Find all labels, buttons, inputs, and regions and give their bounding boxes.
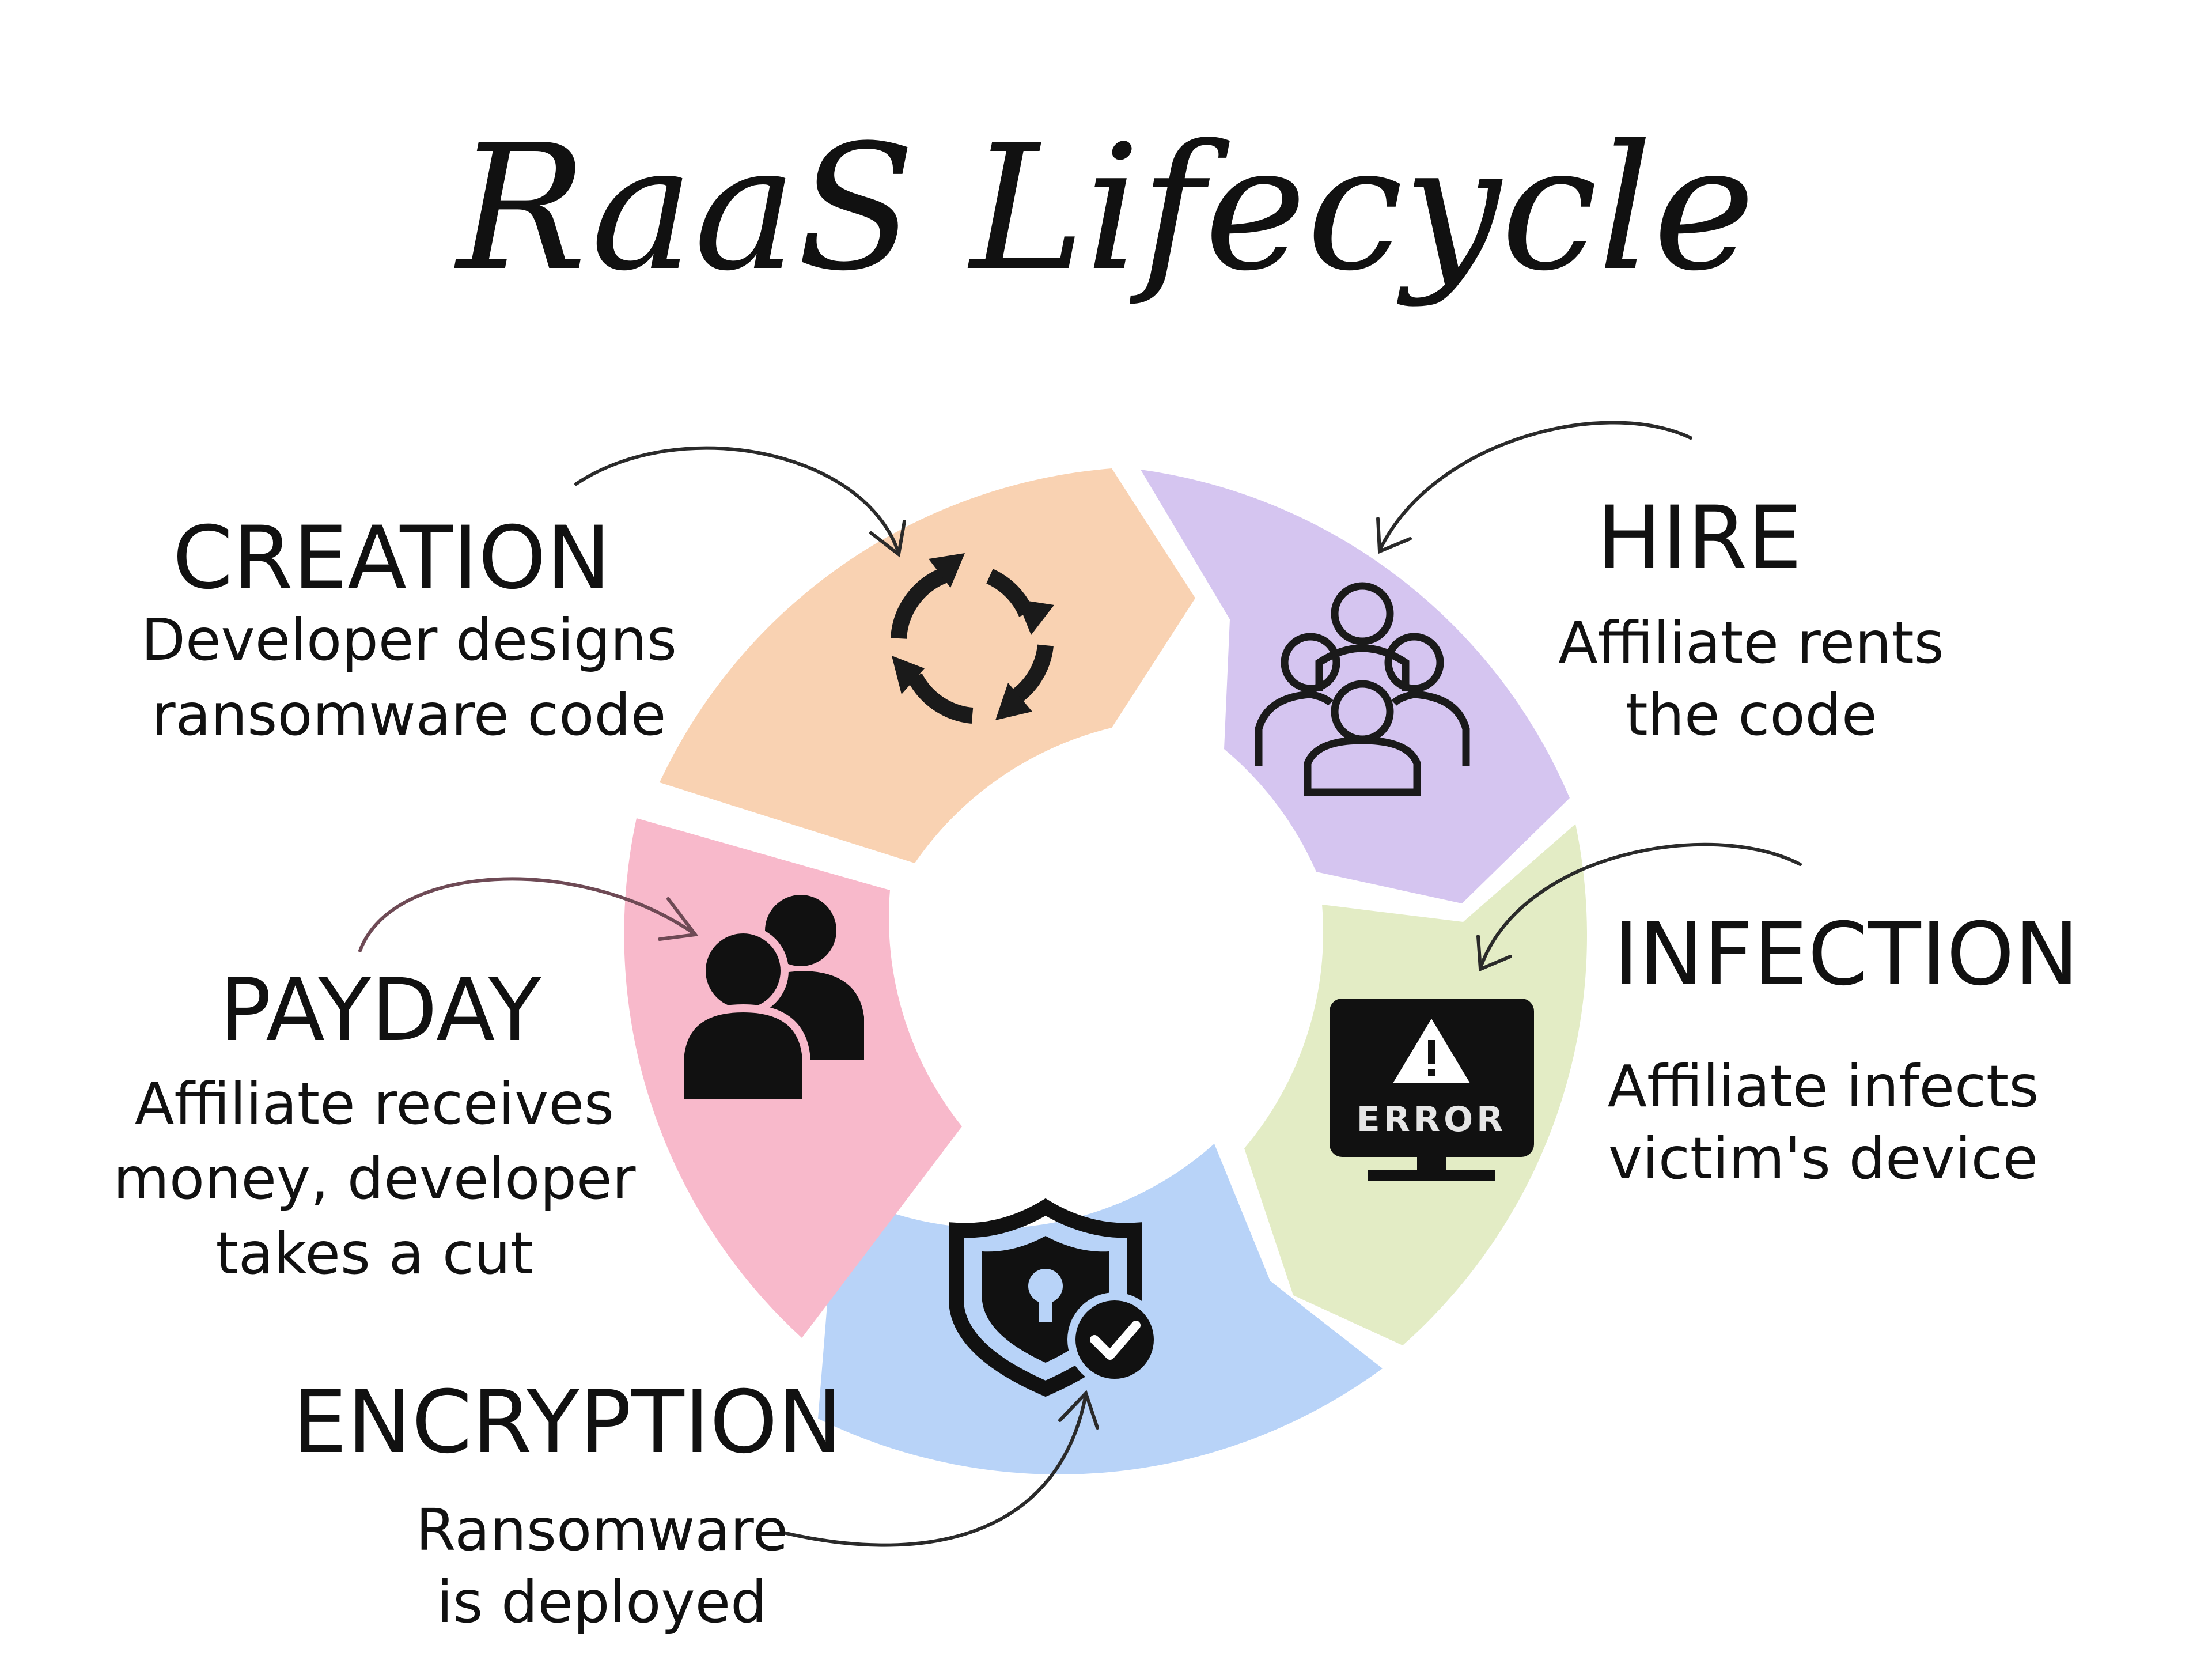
payday-arrow (358, 877, 696, 952)
people-group-icon (1255, 582, 1470, 796)
encryption-arrow-head (1058, 1390, 1099, 1430)
encryption-heading: ENCRYPTION (293, 1372, 843, 1473)
label-hire: HIRE Affiliate rents the code (1558, 488, 1944, 748)
two-people-icon (676, 895, 864, 1107)
label-infection: INFECTION Affiliate infects victim's dev… (1608, 905, 2080, 1192)
infection-arrow (1479, 842, 1802, 970)
arrows (358, 421, 1802, 1547)
encryption-arrow (782, 1393, 1088, 1547)
creation-arrow (574, 446, 900, 555)
payday-desc-line-3: takes a cut (216, 1220, 533, 1287)
hire-arrow-head (1376, 517, 1412, 554)
hire-desc-line-1: Affiliate rents (1558, 609, 1944, 676)
hire-arrow (1378, 421, 1692, 552)
encryption-desc-line-1: Ransomware (416, 1496, 788, 1564)
hire-desc-line-2: the code (1625, 681, 1877, 748)
creation-desc-line-2: ransomware code (152, 681, 666, 748)
payday-heading: PAYDAY (219, 961, 541, 1061)
creation-arrow-head (869, 520, 906, 558)
encryption-desc-line-2: is deployed (437, 1568, 767, 1636)
label-creation: CREATION Developer designs ransomware co… (141, 508, 677, 748)
creation-heading: CREATION (173, 508, 611, 608)
hire-heading: HIRE (1597, 488, 1802, 588)
infection-desc-line-2: victim's device (1608, 1125, 2038, 1192)
monitor-error-icon: ERROR (1330, 999, 1534, 1181)
monitor-error-text: ERROR (1357, 1099, 1507, 1140)
shield-lock-check-icon (949, 1198, 1162, 1397)
creation-desc-line-1: Developer designs (141, 606, 677, 674)
infection-arrow-head (1476, 935, 1512, 972)
segment-creation (660, 468, 1195, 863)
payday-desc-line-2: money, developer (113, 1145, 636, 1212)
label-payday: PAYDAY Affiliate receives money, develop… (113, 961, 636, 1287)
payday-desc-line-1: Affiliate receives (135, 1070, 614, 1137)
infection-desc-line-1: Affiliate infects (1608, 1053, 2039, 1120)
page-title: RaaS Lifecycle (454, 108, 1755, 309)
infection-heading: INFECTION (1613, 905, 2079, 1005)
payday-arrow-head (658, 897, 699, 941)
label-encryption: ENCRYPTION Ransomware is deployed (293, 1372, 843, 1636)
refresh-cycle-icon (891, 553, 1054, 724)
